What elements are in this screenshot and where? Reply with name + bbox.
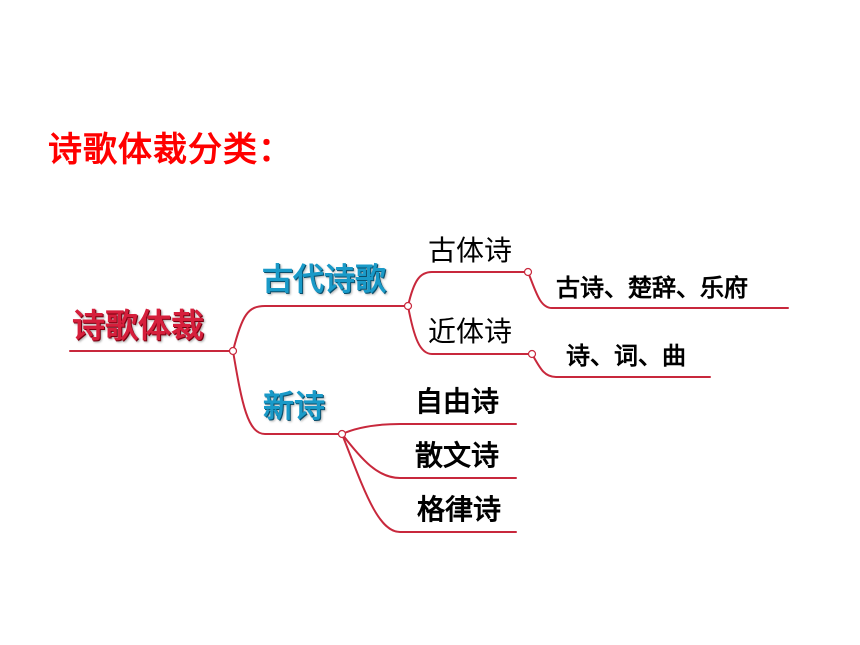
node-jinti: 近体诗	[428, 315, 513, 348]
node-guti: 古体诗	[428, 234, 513, 267]
node-dot-root	[228, 346, 238, 356]
leaf-jinti-detail: 诗、词、曲	[566, 341, 686, 370]
branch-ancient-guti	[407, 271, 529, 307]
node-ziyou: 自由诗	[415, 385, 500, 418]
node-sanwen: 散文诗	[415, 439, 500, 472]
node-gelv: 格律诗	[417, 493, 502, 526]
branch-modern-ziyou	[341, 423, 517, 435]
branch-ancient-jinti	[407, 305, 533, 355]
leaf-guti-detail: 古诗、楚辞、乐府	[556, 273, 748, 302]
branch-root-modern	[232, 350, 343, 435]
branch-modern-sanwen	[341, 433, 517, 479]
node-dot-guti	[523, 267, 533, 277]
branch-root-ancient	[232, 305, 409, 352]
node-dot-ancient	[403, 301, 413, 311]
node-dot-jinti	[527, 349, 537, 359]
branch-jinti-detail	[531, 353, 711, 378]
branch-guti-detail	[527, 271, 789, 309]
root-node: 诗歌体裁	[72, 306, 204, 345]
category-ancient-poetry: 古代诗歌	[262, 262, 386, 298]
page-title: 诗歌体裁分类：	[48, 130, 293, 170]
branch-modern-gelv	[341, 433, 517, 533]
category-modern-poetry: 新诗	[263, 389, 325, 425]
node-dot-modern	[337, 429, 347, 439]
